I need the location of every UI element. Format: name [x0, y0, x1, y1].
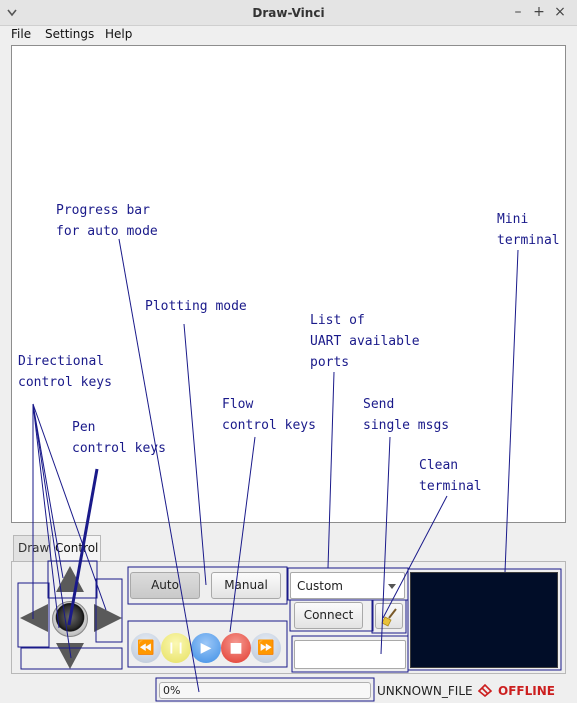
menu-help[interactable]: Help [105, 27, 133, 41]
broom-icon [381, 608, 397, 627]
app-icon [7, 9, 17, 17]
progress-text: 0% [163, 684, 181, 697]
annotation-directional-keys: Directional control keys [18, 354, 112, 390]
close-button[interactable]: × [554, 4, 566, 20]
manual-mode-button[interactable]: Manual [211, 572, 281, 599]
title-bar: Draw-Vinci – + × [0, 0, 577, 26]
annotation-plotting-mode: Plotting mode [145, 299, 247, 314]
annotation-send-msgs: Send single msgs [363, 397, 450, 433]
pause-icon: ❙❙ [166, 641, 186, 654]
mini-terminal[interactable] [410, 572, 558, 668]
tab-draw[interactable]: Draw [13, 535, 51, 561]
auto-mode-progress-bar: 0% [159, 682, 371, 699]
annotation-pen-keys: Pen control keys [72, 420, 166, 456]
arrow-down-icon[interactable] [56, 643, 84, 669]
arrow-up-icon[interactable] [56, 566, 84, 592]
connection-status: OFFLINE [498, 684, 555, 698]
fast-forward-icon: ⏩ [257, 640, 275, 656]
maximize-button[interactable]: + [533, 4, 545, 20]
pen-toggle-button[interactable] [52, 601, 88, 637]
arrow-left-icon[interactable] [20, 604, 48, 632]
annotation-mini-terminal: Mini terminal [497, 212, 560, 248]
tab-control[interactable]: Control [50, 535, 101, 561]
disconnected-plug-icon [478, 684, 492, 697]
file-name-label: UNKNOWN_FILE [377, 684, 473, 698]
menu-settings[interactable]: Settings [45, 27, 95, 41]
window-title: Draw-Vinci [252, 6, 325, 20]
send-message-input[interactable] [294, 640, 406, 669]
arrow-right-icon[interactable] [94, 604, 122, 632]
annotation-clean-terminal: Clean terminal [419, 458, 482, 494]
uart-port-value: Custom [297, 579, 343, 593]
pause-button[interactable]: ❙❙ [161, 633, 191, 663]
stop-icon: ■ [229, 640, 243, 656]
annotation-progress-bar: Progress bar for auto mode [56, 203, 158, 239]
stop-button[interactable]: ■ [221, 633, 251, 663]
play-icon: ▶ [200, 640, 212, 656]
uart-port-select[interactable]: Custom [290, 572, 405, 599]
auto-mode-button[interactable]: Auto [130, 572, 200, 599]
chevron-down-icon [388, 584, 396, 589]
menu-bar: File Settings Help [0, 26, 577, 45]
rewind-icon: ⏪ [137, 640, 155, 656]
annotation-flow-keys: Flow control keys [222, 397, 316, 433]
fast-forward-button[interactable]: ⏩ [251, 633, 281, 663]
minimize-button[interactable]: – [514, 4, 522, 20]
annotation-uart-ports: List of UART available ports [310, 313, 420, 370]
play-button[interactable]: ▶ [191, 633, 221, 663]
connect-button[interactable]: Connect [294, 602, 363, 629]
clean-terminal-button[interactable] [375, 603, 403, 629]
rewind-button[interactable]: ⏪ [131, 633, 161, 663]
menu-file[interactable]: File [11, 27, 32, 41]
